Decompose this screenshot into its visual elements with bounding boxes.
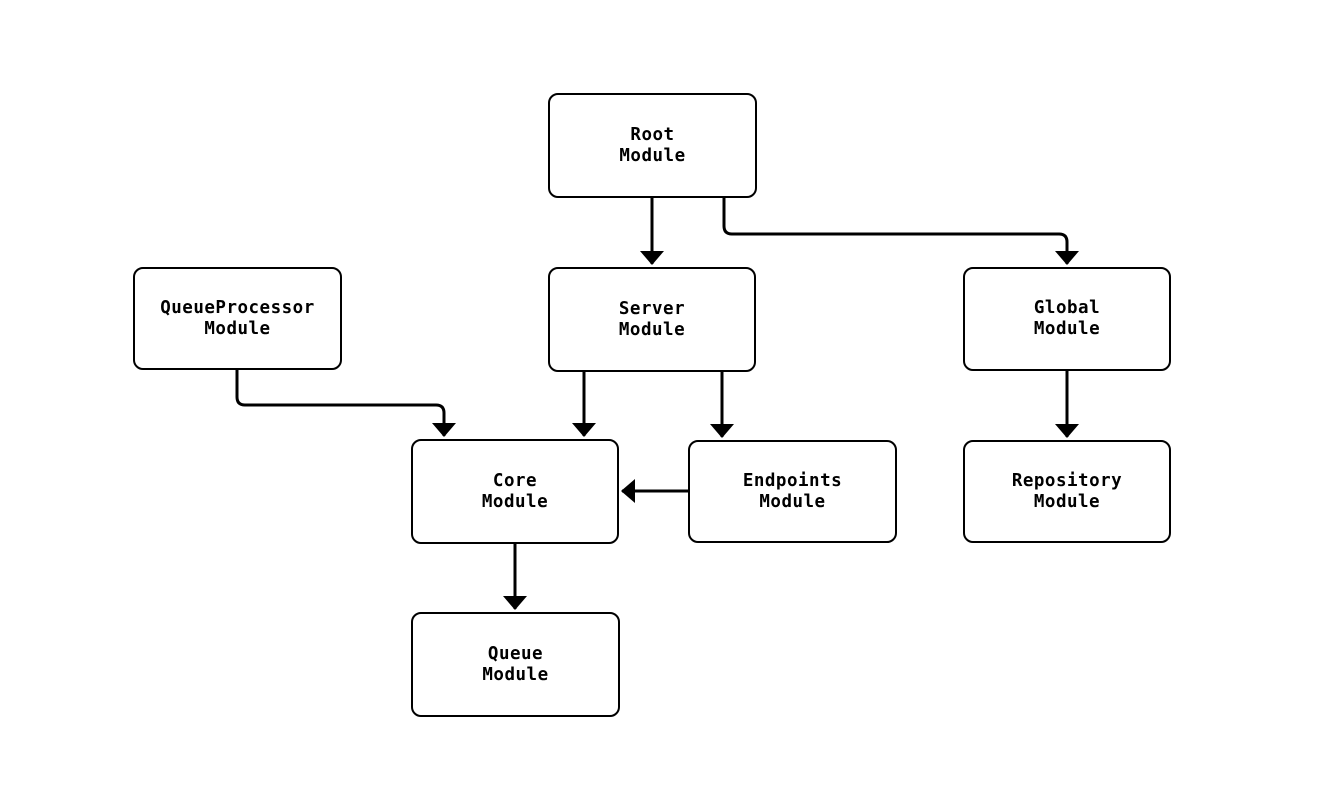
node-server-module: Server Module (548, 267, 756, 372)
node-label-global: Global Module (1033, 298, 1101, 339)
edge-queueprocessor-to-core (235, 370, 456, 437)
node-label-repository: Repository Module (1011, 470, 1123, 512)
node-label-queue: Queue Module (482, 643, 549, 685)
node-global-module: Global Module (963, 267, 1171, 371)
node-repository-module: Repository Module (963, 440, 1171, 543)
node-core-module: Core Module (411, 439, 619, 544)
node-label-server: Server Module (618, 298, 686, 340)
node-label-core: Core Module (481, 470, 549, 512)
node-queue-module: Queue Module (411, 612, 620, 717)
node-endpoints-module: Endpoints Module (688, 440, 897, 543)
node-root-module: Root Module (548, 93, 757, 198)
node-label-endpoints: Endpoints Module (742, 470, 843, 512)
edge-root-to-global (722, 198, 1079, 265)
node-queueprocessor-module: QueueProcessor Module (133, 267, 342, 370)
node-label-queueprocessor: QueueProcessor Module (160, 297, 315, 339)
node-label-root: Root Module (619, 124, 686, 166)
